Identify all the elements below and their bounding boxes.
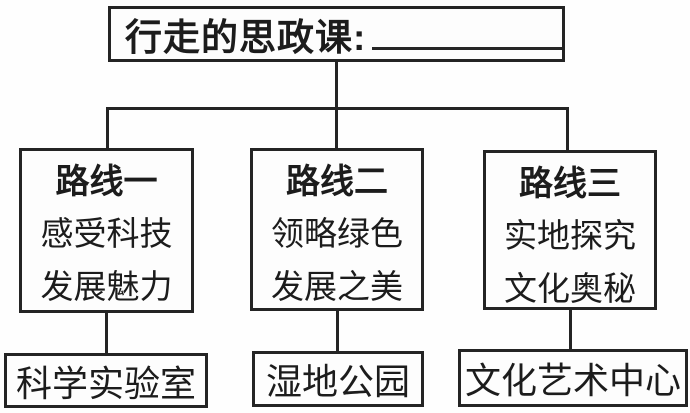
destination-2-label: 湿地公园 [265,362,410,402]
route-box-2: 路线二 领略绿色 发展之美 [250,148,424,311]
route-box-1: 路线一 感受科技 发展魅力 [19,148,194,313]
route-3-description-line-2: 文化奥秘 [504,272,636,308]
route-2-title: 路线二 [286,163,388,201]
connector-route-2-destination [336,311,339,351]
route-3-title: 路线三 [519,165,621,203]
destination-3-label: 文化艺术中心 [464,361,681,401]
destination-box-3: 文化艺术中心 [458,349,688,407]
route-box-3: 路线三 实地探究 文化奥秘 [483,150,657,310]
connector-drop-route-2 [335,107,338,148]
route-2-description-line-2: 发展之美 [271,270,403,306]
connector-trunk [335,62,338,110]
route-1-title: 路线一 [55,163,158,201]
destination-box-2: 湿地公园 [252,351,424,407]
connector-drop-route-1 [106,107,109,148]
root-label: 行走的思政课: [125,17,367,58]
blank-underline [372,46,562,50]
route-1-description-line-1: 感受科技 [40,217,173,253]
destination-box-1: 科学实验室 [4,353,208,408]
connector-drop-route-3 [566,107,569,150]
destination-1-label: 科学实验室 [15,363,196,404]
route-1-description-line-2: 发展魅力 [40,270,173,306]
connector-route-1-destination [105,313,108,353]
connector-route-3-destination [569,310,572,349]
root-box: 行走的思政课: [108,6,565,62]
route-3-description-line-1: 实地探究 [504,219,636,255]
route-2-description-line-1: 领略绿色 [271,217,403,253]
